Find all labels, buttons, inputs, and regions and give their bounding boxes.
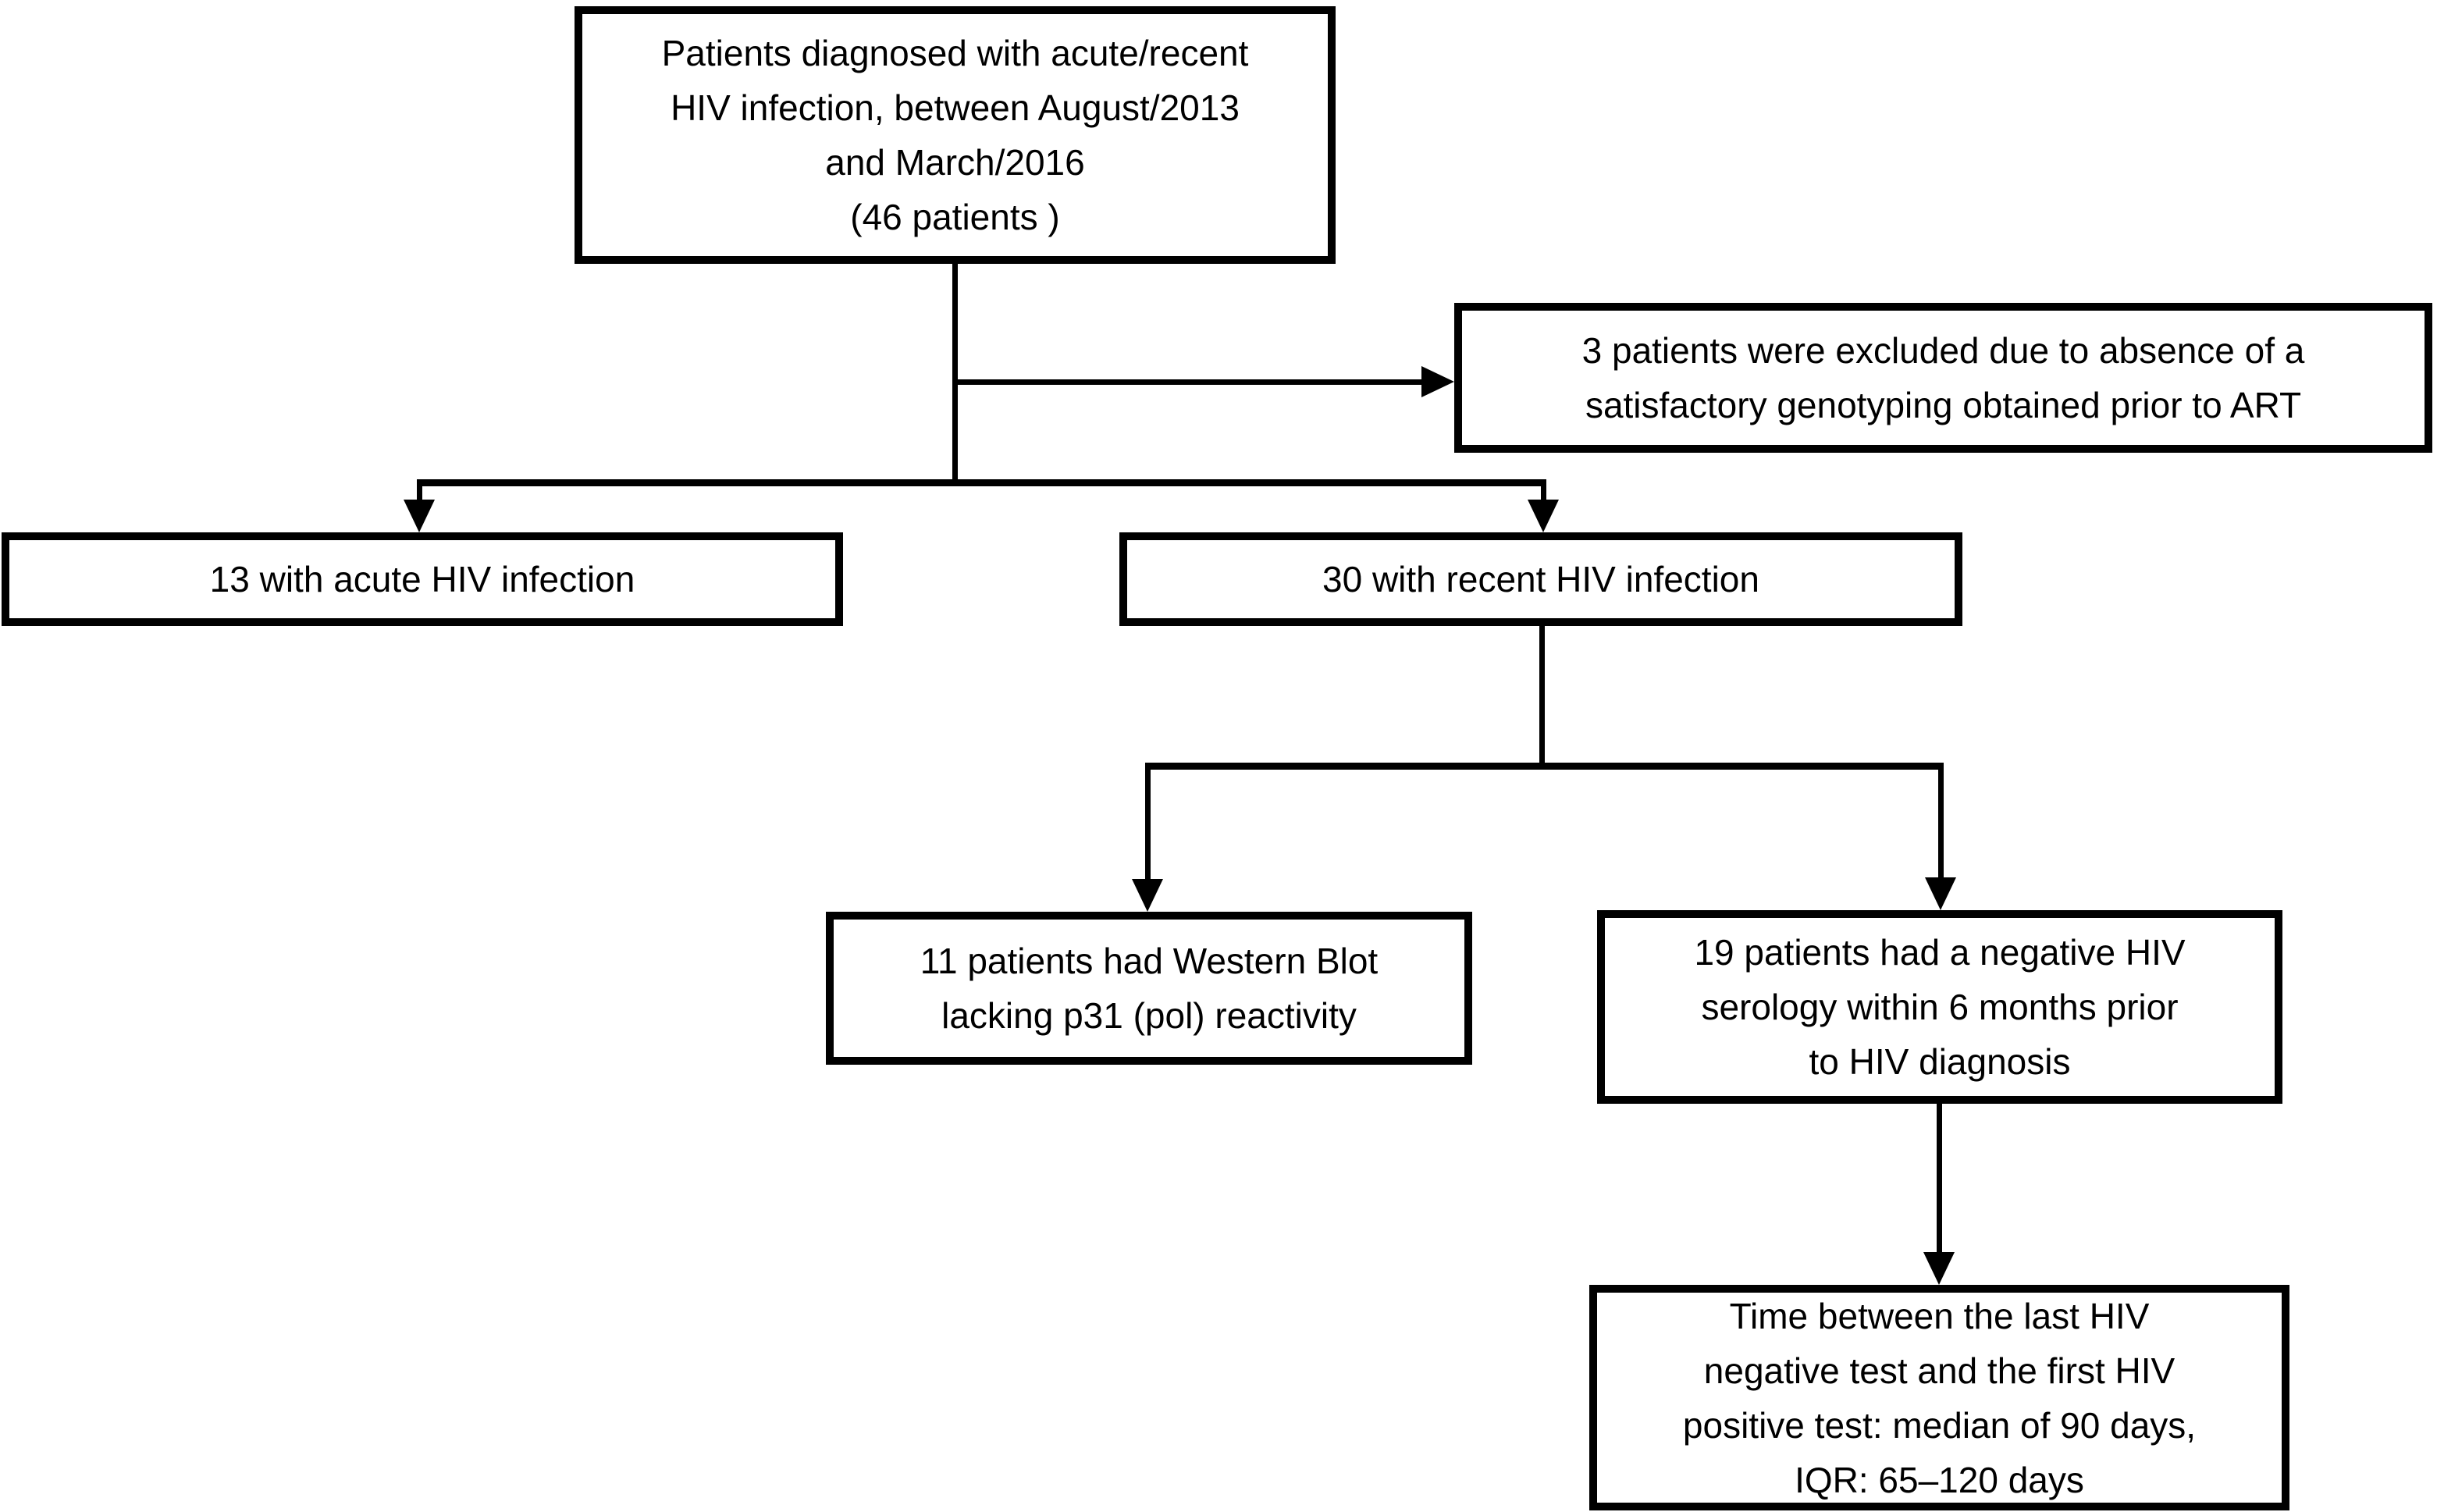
- box-excluded-line-2: satisfactory genotyping obtained prior t…: [1585, 385, 2302, 425]
- arrow-head-serology: [1925, 877, 1956, 910]
- box-source-patients: Patients diagnosed with acute/recent HIV…: [575, 6, 1336, 264]
- connector-branch-to-westernblot: [1145, 763, 1151, 881]
- box-window-line-4: IQR: 65–120 days: [1795, 1459, 2084, 1500]
- arrow-head-window: [1923, 1252, 1955, 1285]
- box-recent-line-1: 30 with recent HIV infection: [1322, 559, 1759, 599]
- box-window-line-2: negative test and the first HIV: [1703, 1350, 2176, 1391]
- connector-serology-to-window: [1937, 1102, 1942, 1254]
- box-serology-line-1: 19 patients had a negative HIV: [1694, 932, 2186, 973]
- connector-branch-to-serology: [1938, 763, 1944, 880]
- box-serology-line-3: to HIV diagnosis: [1809, 1041, 2071, 1082]
- arrow-head-recent: [1528, 500, 1559, 532]
- connector-branch-to-acute: [417, 479, 422, 507]
- box-source-line-2: HIV infection, between August/2013: [671, 87, 1240, 128]
- arrow-head-excluded: [1421, 366, 1454, 397]
- arrow-head-westernblot: [1132, 879, 1163, 912]
- box-excluded-patients: 3 patients were excluded due to absence …: [1454, 303, 2432, 453]
- branch-acute-recent: [417, 479, 1546, 486]
- box-acute-line-1: 13 with acute HIV infection: [209, 559, 635, 599]
- box-western-blot-line-2: lacking p31 (pol) reactivity: [941, 995, 1357, 1036]
- connector-branch-to-recent: [1541, 479, 1546, 507]
- box-time-window: Time between the last HIV negative test …: [1589, 1285, 2289, 1510]
- box-serology-line-2: serology within 6 months prior: [1701, 987, 2179, 1027]
- box-negative-serology: 19 patients had a negative HIV serology …: [1597, 910, 2282, 1104]
- box-recent-infection: 30 with recent HIV infection: [1119, 532, 1962, 626]
- box-window-line-3: positive test: median of 90 days,: [1682, 1404, 2197, 1446]
- box-source-line-3: and March/2016: [825, 142, 1085, 183]
- box-western-blot-line-1: 11 patients had Western Blot: [920, 941, 1379, 981]
- arrow-head-acute: [404, 500, 435, 532]
- connector-recent-down: [1539, 624, 1545, 768]
- box-acute-infection: 13 with acute HIV infection: [2, 532, 843, 626]
- branch-westernblot-serology: [1145, 763, 1944, 770]
- box-source-line-4: (46 patients ): [850, 197, 1060, 237]
- box-excluded-line-1: 3 patients were excluded due to absence …: [1581, 330, 2305, 371]
- box-source-line-1: Patients diagnosed with acute/recent: [661, 33, 1249, 73]
- box-window-line-1: Time between the last HIV: [1729, 1295, 2150, 1336]
- connector-source-down: [952, 263, 958, 485]
- connector-to-excluded: [955, 379, 1423, 385]
- box-western-blot: 11 patients had Western Blot lacking p31…: [826, 912, 1472, 1065]
